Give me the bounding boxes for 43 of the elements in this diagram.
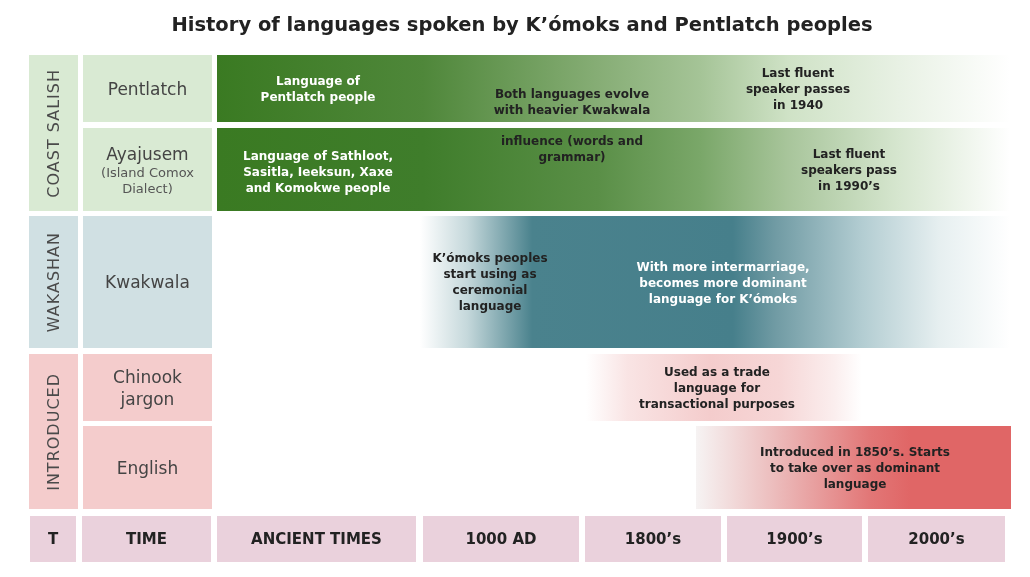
language-name: English <box>116 456 179 479</box>
timeline-note: Last fluent speakers pass in 1990’s <box>800 146 898 194</box>
time-period-cell <box>727 516 862 562</box>
language-family-band <box>29 55 78 211</box>
time-period-cell <box>423 516 579 562</box>
timeline-note: Both languages evolve with heavier Kwakwala <box>492 86 652 118</box>
time-period-cell <box>868 516 1005 562</box>
timeline-note: Language of Sathloot, Sasitla, Ieeksun, Xaxe and Komokwe people <box>242 148 394 196</box>
time-period-label: 1900’s <box>766 530 823 548</box>
time-period-label: 1800’s <box>624 530 682 548</box>
language-row-header <box>83 216 212 348</box>
time-period-label: T <box>47 530 59 548</box>
timeline-note: K’ómoks peoples start using as ceremonial language <box>431 250 549 314</box>
timeline-note: Last fluent speaker passes in 1940 <box>744 65 852 113</box>
time-period-cell <box>82 516 211 562</box>
time-period-label: TIME <box>126 530 167 548</box>
dialect-note: (Island Comox Dialect) <box>100 164 195 197</box>
language-family-band <box>29 216 78 348</box>
time-period-label: 2000’s <box>908 530 965 548</box>
time-period-cell <box>585 516 721 562</box>
language-row-header <box>83 354 212 421</box>
time-period-label: ANCIENT TIMES <box>251 530 382 548</box>
timeline-note: With more intermarriage, becomes more dominant language for K’ómoks <box>635 259 811 307</box>
language-row-header <box>83 426 212 509</box>
language-name: Chinook jargon <box>112 365 183 410</box>
time-period-label: 1000 AD <box>465 530 537 548</box>
language-name: Ayajusem <box>106 142 189 165</box>
language-name: Kwakwala <box>105 271 190 293</box>
language-row-header <box>83 55 212 122</box>
language-family-label: WAKASHAN <box>44 231 63 333</box>
diagram-title: History of languages spoken by K’ómoks and Pentlatch peoples <box>171 13 873 36</box>
language-row-header <box>83 128 212 211</box>
timeline-note: influence (words and grammar) <box>499 133 645 165</box>
language-family-band <box>29 354 78 509</box>
timeline-note: Introduced in 1850’s. Starts to take over as dominant language <box>759 444 951 492</box>
language-family-label: COAST SALISH <box>44 68 63 198</box>
time-period-cell <box>30 516 76 562</box>
timeline-bar <box>696 426 1011 509</box>
language-name: Pentlatch <box>107 77 188 100</box>
time-period-cell <box>217 516 416 562</box>
language-family-label: INTRODUCED <box>44 372 63 491</box>
timeline-note: Used as a trade language for transactional purposes <box>638 364 796 412</box>
timeline-note: Language of Pentlatch people <box>259 73 377 105</box>
